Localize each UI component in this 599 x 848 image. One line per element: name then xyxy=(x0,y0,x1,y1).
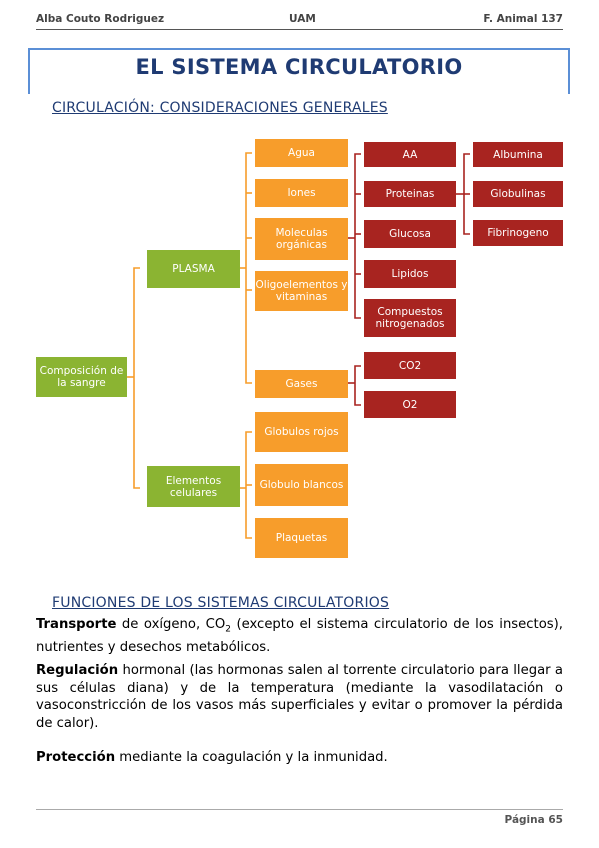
node-plasma: PLASMA xyxy=(147,250,240,288)
page-title: EL SISTEMA CIRCULATORIO xyxy=(135,55,463,79)
node-globulinas: Globulinas xyxy=(473,181,563,207)
header-author: Alba Couto Rodriguez xyxy=(36,13,165,25)
node-compuestos-nitrogenados: Compuestos nitrogenados xyxy=(364,299,456,337)
text-proteccion: mediante la coagulación y la inmunidad. xyxy=(115,750,388,765)
section-heading-circulacion: CIRCULACIÓN: CONSIDERACIONES GENERALES xyxy=(52,100,388,116)
term-regulacion: Regulación xyxy=(36,663,119,678)
node-aa: AA xyxy=(364,142,456,167)
paragraph-regulacion: Regulación hormonal (las hormonas salen … xyxy=(36,662,563,732)
node-agua: Agua xyxy=(255,139,348,167)
node-globulo-blancos: Globulo blancos xyxy=(255,464,348,506)
node-moleculas-organicas: Moleculas orgánicas xyxy=(255,218,348,260)
connector-gases xyxy=(354,365,361,406)
node-co2: CO2 xyxy=(364,352,456,379)
page-number: Página 65 xyxy=(504,814,563,826)
header-course: F. Animal 137 xyxy=(483,13,563,25)
node-gases: Gases xyxy=(255,370,348,398)
node-proteinas: Proteinas xyxy=(364,181,456,207)
node-plaquetas: Plaquetas xyxy=(255,518,348,558)
node-oligoelementos: Oligoelementos y vitaminas xyxy=(255,271,348,311)
header-university: UAM xyxy=(289,13,316,25)
text-transporte-b: (excepto el sistema circulatorio de los … xyxy=(36,617,563,656)
header-divider xyxy=(36,29,563,30)
paragraph-transporte: Transporte de oxígeno, CO2 (excepto el s… xyxy=(36,616,563,657)
node-globulos-rojos: Globulos rojos xyxy=(255,412,348,452)
node-fibrinogeno: Fibrinogeno xyxy=(473,220,563,246)
text-transporte-a: de oxígeno, CO xyxy=(116,617,226,632)
term-proteccion: Protección xyxy=(36,750,116,765)
node-iones: Iones xyxy=(255,179,348,207)
text-regulacion: hormonal (las hormonas salen al torrente… xyxy=(36,663,563,731)
connector-plasma xyxy=(245,152,252,384)
footer-divider xyxy=(36,809,563,810)
node-lipidos: Lipidos xyxy=(364,260,456,288)
text-transporte-sub: 2 xyxy=(225,624,231,635)
paragraph-proteccion: Protección mediante la coagulación y la … xyxy=(36,749,563,767)
term-transporte: Transporte xyxy=(36,617,117,632)
node-albumina: Albumina xyxy=(473,142,563,167)
node-composicion-sangre: Composición de la sangre xyxy=(36,357,127,397)
title-frame: EL SISTEMA CIRCULATORIO xyxy=(28,48,570,94)
connector-moleculas xyxy=(354,153,361,319)
section-heading-funciones: FUNCIONES DE LOS SISTEMAS CIRCULATORIOS xyxy=(52,595,390,611)
node-o2: O2 xyxy=(364,391,456,418)
node-glucosa: Glucosa xyxy=(364,220,456,248)
connector-root xyxy=(133,267,140,489)
node-elementos-celulares: Elementos celulares xyxy=(147,466,240,507)
